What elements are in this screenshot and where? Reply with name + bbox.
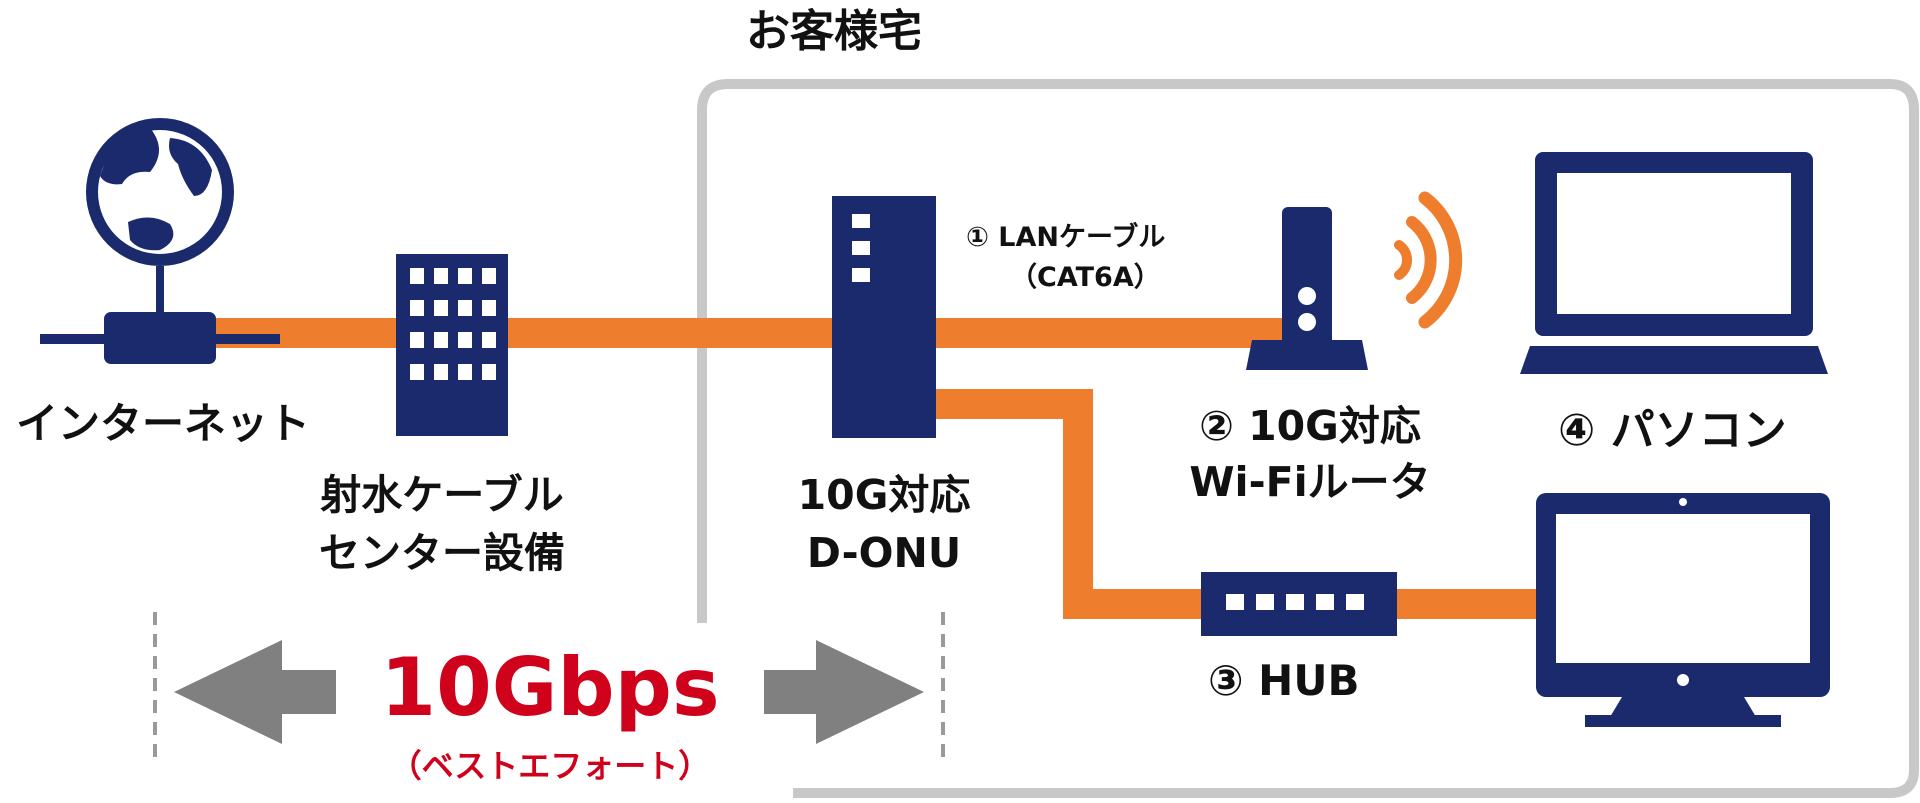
router-label: ② 10G対応 Wi-Fiルータ <box>1150 398 1470 510</box>
building-window <box>458 364 472 380</box>
hub-to-desktop-cable <box>1395 589 1555 619</box>
premises-frame <box>697 79 1919 798</box>
hub-icon <box>1201 572 1397 636</box>
internet-label: インターネット <box>16 399 311 448</box>
building-window <box>434 332 448 348</box>
building-window <box>434 364 448 380</box>
building-window <box>458 300 472 316</box>
building-icon <box>396 254 508 436</box>
onu-label-line1: 10G対応 <box>797 471 971 519</box>
building-window <box>482 364 496 380</box>
onu-label-line2: D-ONU <box>806 529 962 577</box>
building-window <box>434 300 448 316</box>
onu-device-icon <box>832 196 936 438</box>
building-window <box>482 300 496 316</box>
router-label-line1: ② 10G対応 <box>1199 402 1421 450</box>
building-window <box>410 268 424 284</box>
cables <box>213 318 1555 619</box>
laptop-icon <box>1520 152 1828 374</box>
main-cable <box>213 318 1283 348</box>
premises-title: お客様宅 <box>746 6 922 57</box>
router-label-line2: Wi-Fiルータ <box>1189 458 1431 506</box>
building-window <box>482 268 496 284</box>
hub-label: ③ HUB <box>1208 656 1360 705</box>
desktop-monitor-icon <box>1536 493 1830 727</box>
building-window <box>482 332 496 348</box>
center-label-line2: センター設備 <box>319 529 565 577</box>
pc-label: ④ パソコン <box>1558 405 1787 456</box>
hub-cable-to-hub <box>1063 589 1203 619</box>
building-window <box>410 300 424 316</box>
hub-cable-vertical <box>1063 389 1093 619</box>
cable-label-line1: ① LANケーブル <box>966 222 1166 253</box>
wifi-router-icon <box>1246 207 1368 370</box>
building-window <box>434 268 448 284</box>
building-window <box>458 268 472 284</box>
speed-note: （ベストエフォート） <box>389 747 711 785</box>
globe-icon <box>40 118 280 364</box>
center-label: 射水ケーブル センター設備 <box>292 466 592 582</box>
arrow-right-icon <box>764 640 924 744</box>
cable-label: ① LANケーブル （CAT6A） <box>966 218 1165 298</box>
onu-label: 10G対応 D-ONU <box>744 466 1024 582</box>
cable-label-line2: （CAT6A） <box>1010 262 1161 293</box>
building-window <box>458 332 472 348</box>
building-window <box>410 332 424 348</box>
wifi-signal-icon <box>1394 191 1463 329</box>
center-label-line1: 射水ケーブル <box>320 471 564 519</box>
arrow-left-icon <box>174 640 336 744</box>
building-window <box>410 364 424 380</box>
speed-value: 10Gbps <box>380 641 720 734</box>
